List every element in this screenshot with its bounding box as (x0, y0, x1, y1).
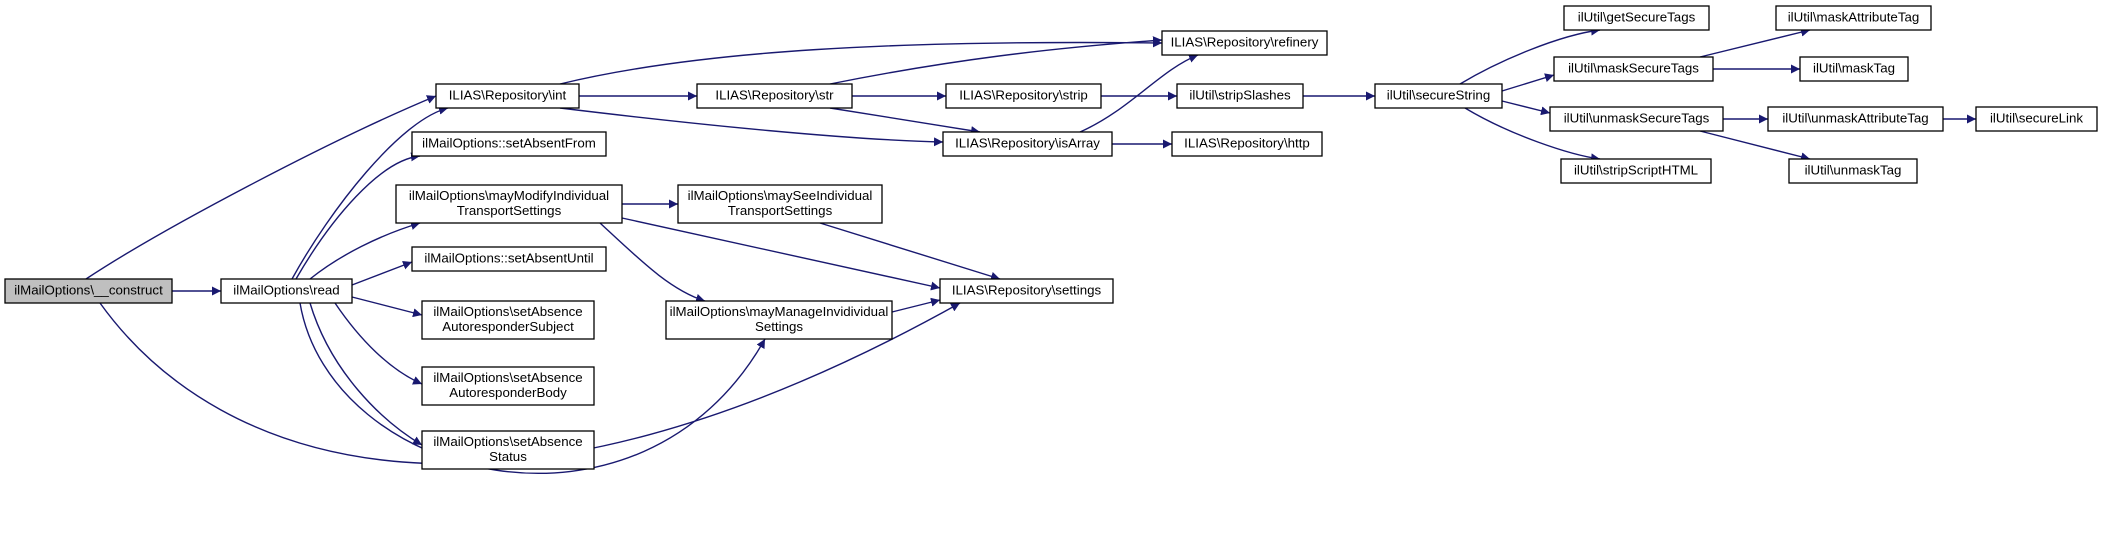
node-setAbsentUntil-label-0: ilMailOptions::setAbsentUntil (424, 251, 593, 266)
edge-secureString-to-maskSecureTags (1501, 73, 1555, 92)
node-maskTag[interactable]: ilUtil\maskTag (1799, 56, 1909, 82)
nodes-layer: ilMailOptions\__construct ilMailOptions\r… (4, 5, 2098, 470)
node-mayManage-label-1: Settings (755, 319, 803, 334)
edge-secureString-to-stripScriptHTML (1464, 107, 1601, 163)
node-setAbsenceBody-label-0: ilMailOptions\setAbsence (433, 370, 582, 385)
edge-int-to-refinery (559, 38, 1163, 85)
edge-mayModify-to-mayManage (599, 222, 706, 303)
edge-construct-to-int (85, 95, 437, 280)
node-setAbsenceSubject[interactable]: ilMailOptions\setAbsenceAutoresponderSub… (421, 300, 595, 340)
node-maskTag-label-0: ilUtil\maskTag (1813, 61, 1895, 76)
node-secureString[interactable]: ilUtil\secureString (1374, 83, 1503, 109)
node-setAbsenceStatus-label-1: Status (489, 449, 527, 464)
edge-secureString-to-getSecureTags (1459, 26, 1601, 85)
node-setAbsenceBody[interactable]: ilMailOptions\setAbsenceAutoresponderBod… (421, 366, 595, 406)
edge-str-to-refinery (829, 36, 1163, 85)
node-http-label-0: ILIAS\Repository\http (1184, 136, 1310, 151)
node-unmaskAttributeTag[interactable]: ilUtil\unmaskAttributeTag (1767, 106, 1944, 132)
node-mayModify-label-0: ilMailOptions\mayModifyIndividual (409, 188, 609, 203)
node-refinery-label-0: ILIAS\Repository\refinery (1171, 35, 1319, 50)
node-unmaskSecureTags[interactable]: ilUtil\unmaskSecureTags (1549, 106, 1724, 132)
node-maskAttributeTag[interactable]: ilUtil\maskAttributeTag (1775, 5, 1932, 31)
node-setAbsentFrom-label-0: ilMailOptions::setAbsentFrom (422, 136, 596, 151)
node-getSecureTags[interactable]: ilUtil\getSecureTags (1563, 5, 1710, 31)
node-str[interactable]: ILIAS\Repository\str (696, 83, 853, 109)
edge-read-to-setAbsentUntil (351, 261, 413, 286)
edge-mayModify-to-settings (621, 217, 941, 291)
node-setAbsentUntil[interactable]: ilMailOptions::setAbsentUntil (411, 246, 607, 272)
node-read-label-0: ilMailOptions\read (233, 283, 339, 298)
edge-read-to-mayModify (309, 221, 421, 280)
edge-maySee-to-settings (819, 222, 1001, 281)
node-maySee-label-0: ilMailOptions\maySeeIndividual (688, 188, 873, 203)
edge-str-to-isArray (829, 107, 981, 136)
node-strip[interactable]: ILIAS\Repository\strip (945, 83, 1102, 109)
node-setAbsenceBody-label-1: AutoresponderBody (449, 385, 567, 400)
edge-maskSecureTags-to-maskAttributeTag (1699, 27, 1811, 58)
edge-unmaskSecureTags-to-unmaskTag (1699, 130, 1811, 162)
edges-layer (85, 26, 1976, 475)
edge-read-to-int (291, 105, 449, 280)
node-maskSecureTags[interactable]: ilUtil\maskSecureTags (1553, 56, 1714, 82)
node-read[interactable]: ilMailOptions\read (220, 278, 353, 304)
node-int-label-0: ILIAS\Repository\int (449, 88, 567, 103)
node-secureLink-label-0: ilUtil\secureLink (1990, 111, 2083, 126)
node-int[interactable]: ILIAS\Repository\int (435, 83, 580, 109)
node-unmaskAttributeTag-label-0: ilUtil\unmaskAttributeTag (1782, 111, 1928, 126)
edge-read-to-setAbsenceBody (334, 302, 423, 385)
edge-read-to-mayManage (299, 302, 766, 475)
node-maskSecureTags-label-0: ilUtil\maskSecureTags (1568, 61, 1699, 76)
node-maySee-label-1: TransportSettings (728, 203, 833, 218)
node-strip-label-0: ILIAS\Repository\strip (959, 88, 1088, 103)
node-secureLink[interactable]: ilUtil\secureLink (1975, 106, 2098, 132)
node-str-label-0: ILIAS\Repository\str (715, 88, 834, 103)
edge-read-to-setAbsentFrom (295, 152, 421, 280)
edge-int-to-isArray (559, 107, 944, 147)
node-construct-label-0: ilMailOptions\__construct (14, 283, 163, 298)
node-isArray[interactable]: ILIAS\Repository\isArray (942, 131, 1113, 157)
node-unmaskTag[interactable]: ilUtil\unmaskTag (1788, 158, 1918, 184)
edge-secureString-to-unmaskSecureTags (1501, 100, 1551, 116)
node-setAbsentFrom[interactable]: ilMailOptions::setAbsentFrom (411, 131, 607, 157)
node-setAbsenceSubject-label-1: AutoresponderSubject (442, 319, 574, 334)
node-stripScriptHTML[interactable]: ilUtil\stripScriptHTML (1560, 158, 1712, 184)
edge-read-to-setAbsenceStatus (309, 302, 423, 446)
node-setAbsenceSubject-label-0: ilMailOptions\setAbsence (433, 304, 582, 319)
edge-construct-to-settings (99, 302, 961, 465)
edge-read-to-setAbsenceSubject (351, 296, 423, 318)
edge-isArray-to-refinery (1079, 54, 1199, 133)
node-unmaskTag-label-0: ilUtil\unmaskTag (1805, 163, 1902, 178)
node-mayManage-label-0: ilMailOptions\mayManageInvidividual (670, 304, 889, 319)
node-getSecureTags-label-0: ilUtil\getSecureTags (1578, 10, 1696, 25)
node-maskAttributeTag-label-0: ilUtil\maskAttributeTag (1788, 10, 1920, 25)
node-unmaskSecureTags-label-0: ilUtil\unmaskSecureTags (1564, 111, 1710, 126)
node-settings-label-0: ILIAS\Repository\settings (952, 283, 1102, 298)
node-stripScriptHTML-label-0: ilUtil\stripScriptHTML (1574, 163, 1698, 178)
node-refinery[interactable]: ILIAS\Repository\refinery (1161, 30, 1328, 56)
node-mayModify-label-1: TransportSettings (457, 203, 562, 218)
node-construct[interactable]: ilMailOptions\__construct (4, 278, 173, 304)
node-stripSlashes[interactable]: ilUtil\stripSlashes (1176, 83, 1304, 109)
edge-mayManage-to-settings (891, 297, 941, 313)
node-stripSlashes-label-0: ilUtil\stripSlashes (1189, 88, 1291, 103)
node-secureString-label-0: ilUtil\secureString (1387, 88, 1490, 103)
node-maySee[interactable]: ilMailOptions\maySeeIndividualTransportS… (677, 184, 883, 224)
node-settings[interactable]: ILIAS\Repository\settings (939, 278, 1114, 304)
node-mayModify[interactable]: ilMailOptions\mayModifyIndividualTranspo… (395, 184, 623, 224)
node-setAbsenceStatus-label-0: ilMailOptions\setAbsence (433, 434, 582, 449)
node-mayManage[interactable]: ilMailOptions\mayManageInvidividualSetti… (665, 300, 893, 340)
node-isArray-label-0: ILIAS\Repository\isArray (955, 136, 1100, 151)
node-http[interactable]: ILIAS\Repository\http (1171, 131, 1323, 157)
